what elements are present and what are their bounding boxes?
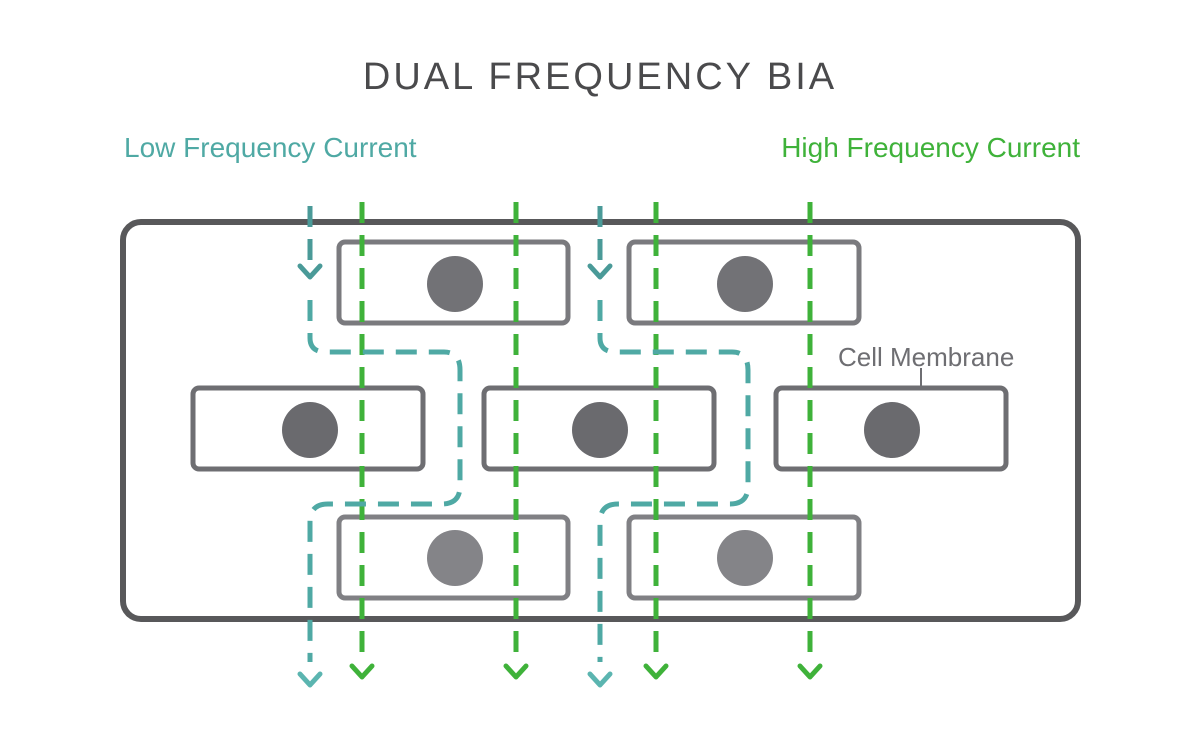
cell-membrane xyxy=(481,385,717,472)
cell-membrane xyxy=(773,385,1009,472)
cell xyxy=(336,514,571,601)
cell-nucleus xyxy=(864,402,920,458)
high-frequency-arrowhead xyxy=(643,663,669,680)
cell-nucleus xyxy=(427,530,483,586)
cell xyxy=(773,385,1009,472)
low-frequency-arrowhead xyxy=(297,263,323,280)
cell xyxy=(626,239,862,326)
cell xyxy=(190,385,426,472)
cell-membrane xyxy=(626,239,862,326)
cell-membrane xyxy=(336,239,571,326)
cell-nucleus xyxy=(282,402,338,458)
high-frequency-arrowhead xyxy=(503,663,529,680)
low-frequency-arrowhead xyxy=(587,671,613,688)
cell-membrane xyxy=(190,385,426,472)
high-frequency-arrowhead xyxy=(797,663,823,680)
cell-nucleus xyxy=(572,402,628,458)
cell-nucleus xyxy=(717,530,773,586)
low-frequency-path xyxy=(307,300,463,662)
low-frequency-path xyxy=(597,300,751,662)
cell xyxy=(336,239,571,326)
diagram-title: DUAL FREQUENCY BIA xyxy=(362,56,838,98)
high-frequency-label: High Frequency Current xyxy=(781,132,1080,163)
cell-membrane-label: Cell Membrane xyxy=(838,342,1014,372)
cell-membrane xyxy=(626,514,862,601)
high-frequency-arrowhead xyxy=(349,663,375,680)
low-frequency-arrowhead xyxy=(297,671,323,688)
low-frequency-arrowhead xyxy=(587,263,613,280)
cell-membrane xyxy=(336,514,571,601)
cell-nucleus xyxy=(427,256,483,312)
cell-nucleus xyxy=(717,256,773,312)
low-frequency-label: Low Frequency Current xyxy=(124,132,417,163)
cell xyxy=(481,385,717,472)
cell xyxy=(626,514,862,601)
